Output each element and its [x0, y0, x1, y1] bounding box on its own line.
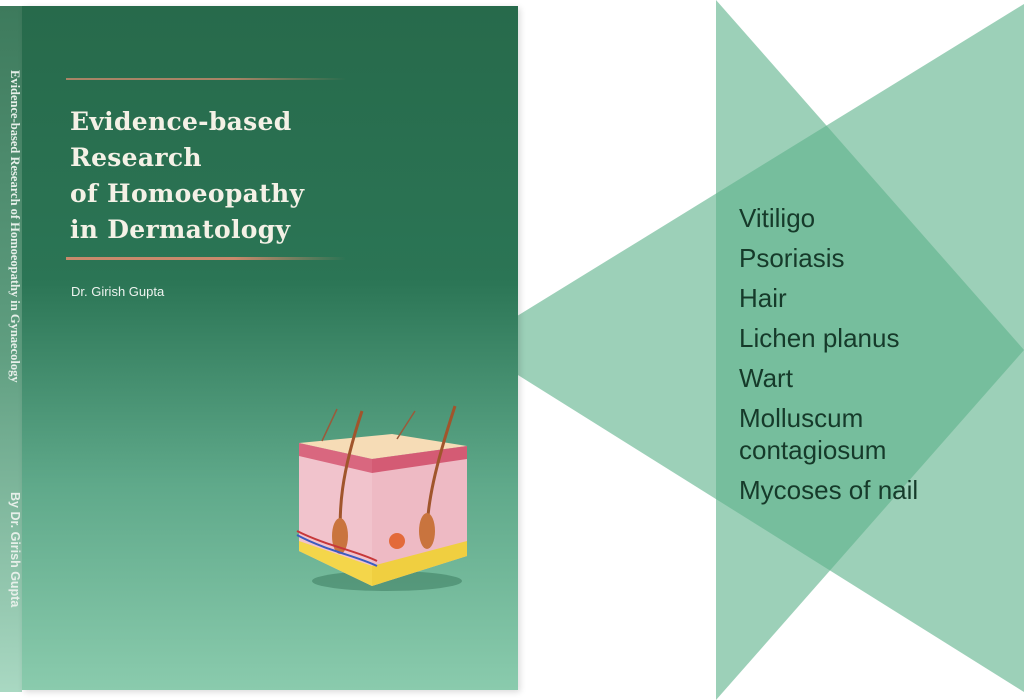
topic-item: Molluscum contagiosum [739, 403, 887, 465]
spine-author: By Dr. Girish Gupta [8, 492, 22, 608]
topic-item: Psoriasis [739, 243, 845, 273]
book-title: Evidence-based Research of Homoeopathy i… [70, 104, 304, 248]
top-rule [66, 78, 346, 80]
title-line: in Dermatology [70, 215, 291, 244]
title-line: of Homoeopathy [70, 179, 305, 208]
title-line: Research [70, 143, 202, 172]
skin-cross-section-illustration [296, 405, 467, 591]
title-line: Evidence-based [70, 107, 292, 136]
topic-item: Hair [739, 283, 787, 313]
book-author: Dr. Girish Gupta [71, 284, 165, 299]
spine-title: Evidence-based Research of Homoeopathy i… [8, 70, 22, 383]
topic-item: Vitiligo [739, 203, 816, 233]
topic-item: Wart [739, 363, 793, 393]
topic-list: Vitiligo Psoriasis Hair Lichen planus Wa… [739, 198, 918, 510]
book-spine [0, 6, 22, 692]
topic-item: Lichen planus [739, 323, 900, 353]
bottom-rule [66, 257, 346, 260]
right-pointing-triangle [716, 0, 1024, 700]
topic-item: Mycoses of nail [739, 475, 919, 505]
book-cover: Evidence-based Research of Homoeopathy i… [22, 6, 518, 690]
